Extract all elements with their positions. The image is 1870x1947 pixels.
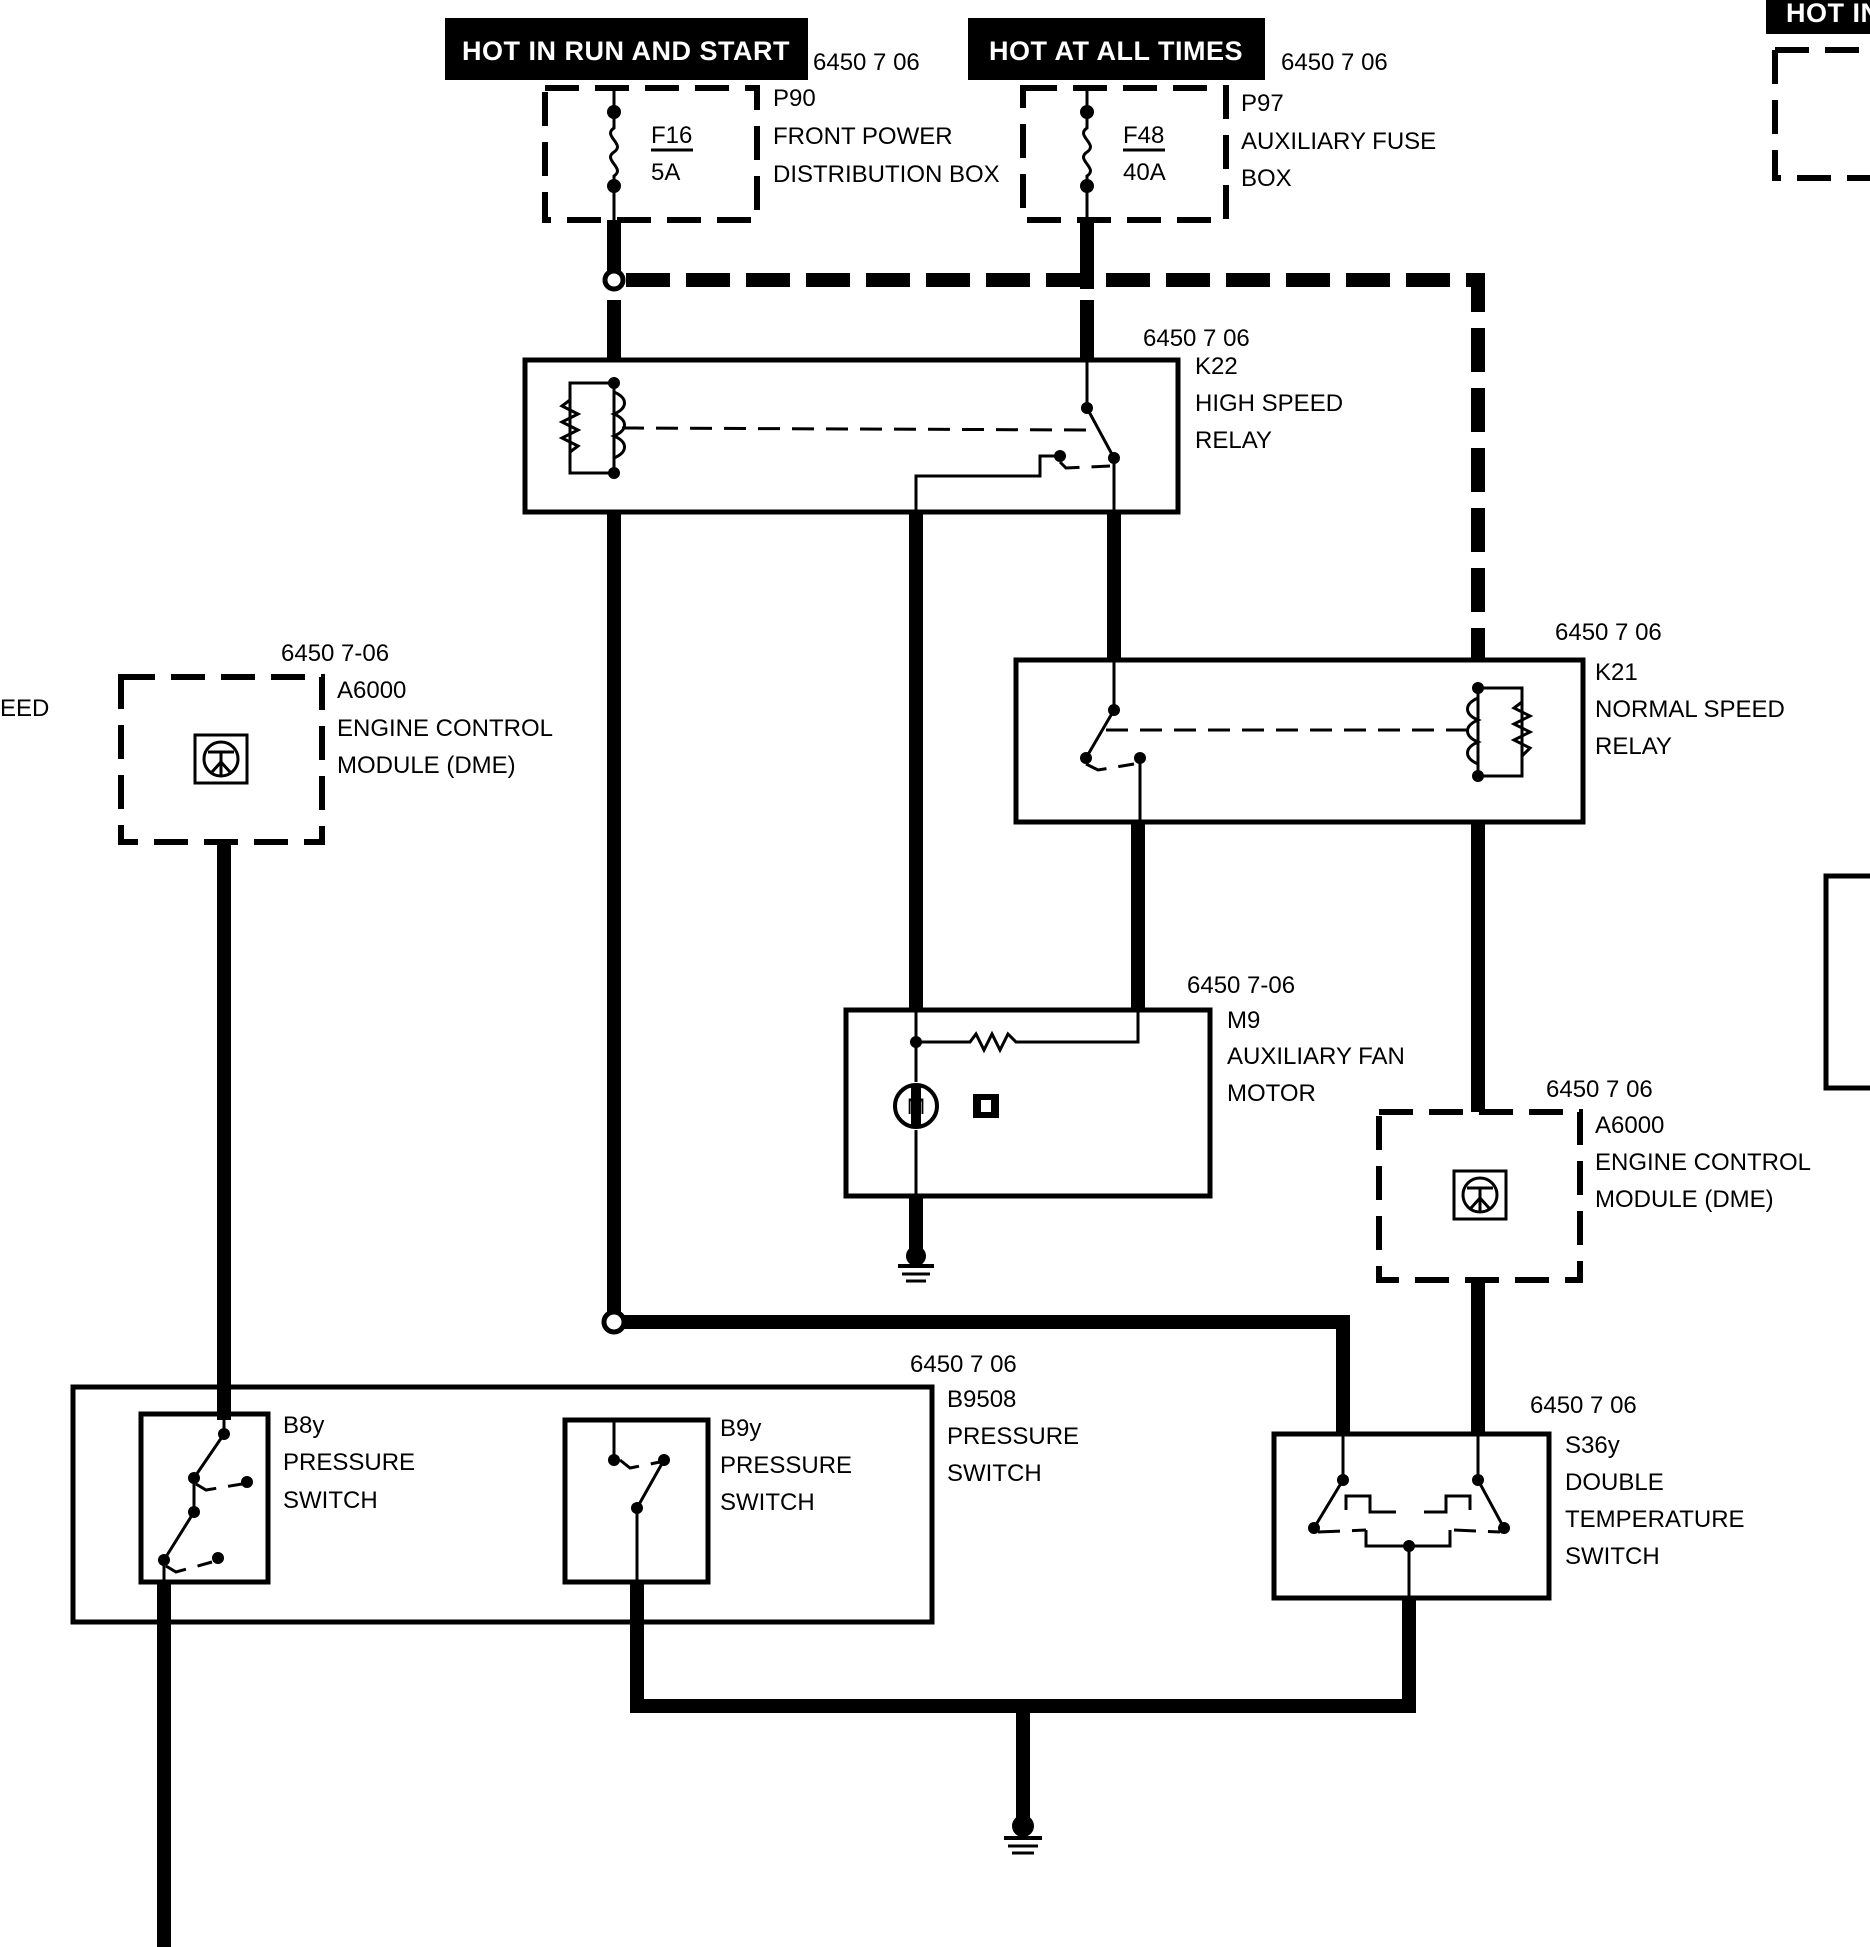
header-label: HOT IN RUN AND START	[462, 36, 790, 66]
k21-id: K21	[1595, 659, 1638, 686]
motor-symbol: M	[907, 1094, 925, 1119]
transistor-icon	[193, 733, 249, 785]
p97-ref: 6450 7 06	[1281, 49, 1388, 76]
pressure-switch-b9508: 6450 7 06 B9508 PRESSURE SWITCH	[70, 1351, 1079, 1625]
b9508-name-line1: PRESSURE	[947, 1423, 1079, 1450]
dme-right-ref: 6450 7 06	[1546, 1076, 1653, 1103]
relay-k21: 6450 7 06 K21 NORMAL SPEED RELAY	[1013, 619, 1785, 825]
fuse-box-p90: F16 5A 6450 7 06 P90 FRONT POWER DISTRIB…	[542, 49, 1000, 223]
fuse-f48-symbol	[1082, 88, 1092, 220]
fuse-f16-label: F16	[651, 122, 692, 149]
relay-k22: 6450 7 06 K22 HIGH SPEED RELAY	[522, 325, 1343, 515]
b9508-id: B9508	[947, 1386, 1016, 1413]
s36y-name-line1: DOUBLE	[1565, 1469, 1664, 1496]
auxiliary-fan-motor-m9: M 6450 7-06 M9 AUXILIARY FAN MOTOR	[843, 972, 1405, 1199]
engine-control-module-left: 6450 7-06 A6000 ENGINE CONTROL MODULE (D…	[118, 640, 553, 845]
cut-off-component-box	[1823, 873, 1870, 1091]
header-label: HOT IN	[1786, 0, 1870, 28]
p90-ref: 6450 7 06	[813, 49, 920, 76]
ground-icon-common	[1004, 1815, 1042, 1855]
dme-right-name-line1: ENGINE CONTROL	[1595, 1149, 1811, 1176]
wiring	[157, 220, 1485, 1947]
k21-name-line1: NORMAL SPEED	[1595, 696, 1785, 723]
relay-coil-k21	[1476, 686, 1524, 778]
header-label: HOT AT ALL TIMES	[989, 36, 1243, 66]
k22-ref: 6450 7 06	[1143, 325, 1250, 352]
dme-left-id: A6000	[337, 677, 406, 704]
cut-off-dashed-box	[1772, 47, 1870, 181]
fuse-f48-label: F48	[1123, 122, 1164, 149]
fuse-f48-rating: 40A	[1123, 159, 1166, 186]
double-temperature-switch-s36y: 6450 7 06 S36y DOUBLE TEMPERATURE SWITCH	[1271, 1392, 1745, 1601]
dme-left-ref: 6450 7-06	[281, 640, 389, 667]
pressure-switch-b9y: B9y PRESSURE SWITCH	[562, 1415, 852, 1585]
p90-name-line2: DISTRIBUTION BOX	[773, 161, 1000, 188]
s36y-id: S36y	[1565, 1432, 1620, 1459]
header-cut-off: HOT IN	[1766, 0, 1870, 34]
k22-name-line1: HIGH SPEED	[1195, 390, 1343, 417]
k21-ref: 6450 7 06	[1555, 619, 1662, 646]
m9-name-line1: AUXILIARY FAN	[1227, 1043, 1405, 1070]
b8y-id: B8y	[283, 1412, 324, 1439]
p97-name-line1: AUXILIARY FUSE	[1241, 128, 1436, 155]
header-hot-in-run-and-start: HOT IN RUN AND START	[445, 18, 808, 80]
transistor-icon	[1452, 1169, 1508, 1221]
s36y-name-line3: SWITCH	[1565, 1543, 1660, 1570]
pressure-switch-b8y: B8y PRESSURE SWITCH	[138, 1411, 415, 1585]
fuse-f16-symbol	[609, 88, 619, 220]
header-hot-at-all-times: HOT AT ALL TIMES	[968, 18, 1265, 80]
b8y-name-line2: SWITCH	[283, 1487, 378, 1514]
engine-control-module-right: 6450 7 06 A6000 ENGINE CONTROL MODULE (D…	[1376, 1076, 1811, 1283]
b8y-name-line1: PRESSURE	[283, 1449, 415, 1476]
b9y-name-line1: PRESSURE	[720, 1452, 852, 1479]
k22-id: K22	[1195, 353, 1238, 380]
m9-name-line2: MOTOR	[1227, 1080, 1316, 1107]
b9y-id: B9y	[720, 1415, 761, 1442]
b9508-ref: 6450 7 06	[910, 1351, 1017, 1378]
ground-icon-motor	[898, 1246, 934, 1283]
b9y-name-line2: SWITCH	[720, 1489, 815, 1516]
fuse-box-p97: F48 40A 6450 7 06 P97 AUXILIARY FUSE BOX	[1020, 49, 1436, 223]
fuse-f16-rating: 5A	[651, 159, 680, 186]
s36y-ref: 6450 7 06	[1530, 1392, 1637, 1419]
dme-left-name-line2: MODULE (DME)	[337, 752, 516, 779]
p97-id: P97	[1241, 90, 1284, 117]
m9-id: M9	[1227, 1007, 1260, 1034]
dme-right-name-line2: MODULE (DME)	[1595, 1186, 1774, 1213]
dme-left-name-line1: ENGINE CONTROL	[337, 715, 553, 742]
relay-coil-k22	[568, 381, 616, 475]
p97-name-line2: BOX	[1241, 165, 1292, 192]
m9-ref: 6450 7-06	[1187, 972, 1295, 999]
k21-name-line2: RELAY	[1595, 733, 1672, 760]
p90-name-line1: FRONT POWER	[773, 123, 953, 150]
p90-id: P90	[773, 85, 816, 112]
b9508-name-line2: SWITCH	[947, 1460, 1042, 1487]
cut-off-label: EED	[0, 695, 49, 722]
k22-name-line2: RELAY	[1195, 427, 1272, 454]
s36y-name-line2: TEMPERATURE	[1565, 1506, 1745, 1533]
dme-right-id: A6000	[1595, 1112, 1664, 1139]
